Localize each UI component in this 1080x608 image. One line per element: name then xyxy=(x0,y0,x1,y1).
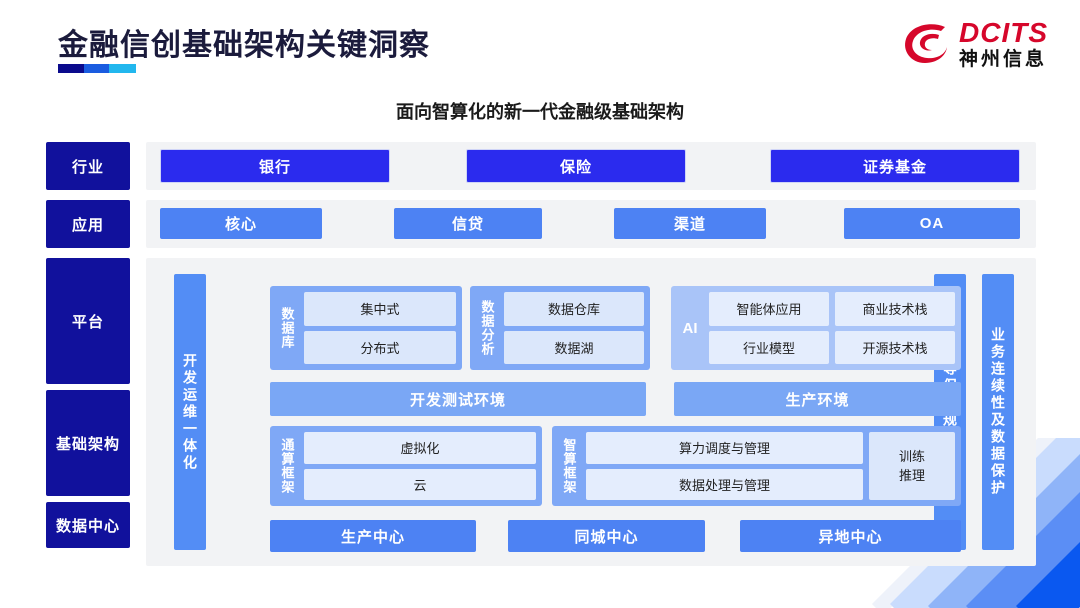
cell-train-inference[interactable]: 训练 推理 xyxy=(869,432,955,500)
layer-label-platform: 平台 xyxy=(46,258,130,384)
title-underline-bar xyxy=(58,64,136,73)
cell-distributed[interactable]: 分布式 xyxy=(304,330,456,364)
dc-metro[interactable]: 同城中心 xyxy=(508,520,705,552)
cell-data-warehouse[interactable]: 数据仓库 xyxy=(504,292,644,326)
dcits-swirl-icon xyxy=(905,24,947,63)
underline-segment-3 xyxy=(109,64,136,73)
vertical-bar-devops: 开发运维一体化 xyxy=(174,274,206,550)
underline-segment-1 xyxy=(58,64,84,73)
industry-panel: 银行 保险 证券基金 xyxy=(146,142,1036,190)
application-panel: 核心 信贷 渠道 OA xyxy=(146,200,1036,248)
group-label-general-framework: 通算框架 xyxy=(279,438,295,494)
cell-industry-model[interactable]: 行业模型 xyxy=(709,330,829,364)
group-label-ai: AI xyxy=(682,319,698,337)
cell-commercial-stack[interactable]: 商业技术栈 xyxy=(835,292,955,326)
application-item-core[interactable]: 核心 xyxy=(160,208,322,239)
vertical-bar-continuity: 业务连续性及数据保护 xyxy=(982,274,1014,550)
group-data-analysis: 数据分析 数据仓库 数据湖 xyxy=(470,286,650,370)
cell-virtualization[interactable]: 虚拟化 xyxy=(304,432,536,464)
brand-logo: DCITS 神州信息 xyxy=(901,16,1048,72)
subtitle: 面向智算化的新一代金融级基础架构 xyxy=(396,102,684,122)
train-label: 训练 xyxy=(898,448,925,464)
logo-text-cn: 神州信息 xyxy=(959,49,1048,70)
cell-data-lake[interactable]: 数据湖 xyxy=(504,330,644,364)
architecture-diagram: 行业 银行 保险 证券基金 应用 核心 信贷 渠道 OA 平台 基础架构 数据中… xyxy=(46,142,1036,566)
underline-segment-2 xyxy=(83,64,110,73)
group-database: 数据库 集中式 分布式 xyxy=(270,286,462,370)
industry-item-insurance[interactable]: 保险 xyxy=(466,149,686,183)
industry-item-bank[interactable]: 银行 xyxy=(160,149,390,183)
group-label-intelligent-framework: 智算框架 xyxy=(561,438,577,494)
page-title: 金融信创基础架构关键洞察 xyxy=(58,29,430,62)
application-item-oa[interactable]: OA xyxy=(844,208,1020,239)
main-architecture-panel: 开发运维一体化 等保合规安全 业务连续性及数据保护 数据库 集中式 分布式 数据… xyxy=(146,258,1036,566)
group-general-compute-framework: 通算框架 虚拟化 云 xyxy=(270,426,542,506)
env-production[interactable]: 生产环境 xyxy=(674,382,961,416)
industry-row: 行业 银行 保险 证券基金 xyxy=(46,142,1036,190)
datacenter-row: 生产中心 同城中心 异地中心 xyxy=(270,520,961,552)
application-row: 应用 核心 信贷 渠道 OA xyxy=(46,200,1036,248)
dc-production[interactable]: 生产中心 xyxy=(270,520,476,552)
application-item-credit[interactable]: 信贷 xyxy=(394,208,542,239)
layer-label-datacenter: 数据中心 xyxy=(46,502,130,548)
application-item-channel[interactable]: 渠道 xyxy=(614,208,766,239)
cell-compute-scheduling[interactable]: 算力调度与管理 xyxy=(586,432,863,464)
environment-row: 开发测试环境 生产环境 xyxy=(270,382,961,416)
layer-label-infrastructure: 基础架构 xyxy=(46,390,130,496)
group-label-data-analysis: 数据分析 xyxy=(479,300,495,356)
logo-text-en: DCITS xyxy=(959,17,1048,48)
group-intelligent-compute-framework: 智算框架 算力调度与管理 数据处理与管理 训练 推理 xyxy=(552,426,961,506)
layer-label-application: 应用 xyxy=(46,200,130,248)
cell-data-processing[interactable]: 数据处理与管理 xyxy=(586,468,863,500)
cell-centralized[interactable]: 集中式 xyxy=(304,292,456,326)
cell-cloud[interactable]: 云 xyxy=(304,468,536,500)
industry-item-securities[interactable]: 证券基金 xyxy=(770,149,1020,183)
layer-label-industry: 行业 xyxy=(46,142,130,190)
cell-agent-application[interactable]: 智能体应用 xyxy=(709,292,829,326)
inference-label: 推理 xyxy=(898,468,925,483)
cell-opensource-stack[interactable]: 开源技术栈 xyxy=(835,330,955,364)
env-dev-test[interactable]: 开发测试环境 xyxy=(270,382,646,416)
group-label-database: 数据库 xyxy=(279,307,295,349)
group-ai: AI 智能体应用 行业模型 商业技术栈 开源技术栈 xyxy=(671,286,961,370)
header: 金融信创基础架构关键洞察 DCITS 神州信息 xyxy=(0,0,1080,88)
dc-remote[interactable]: 异地中心 xyxy=(740,520,961,552)
